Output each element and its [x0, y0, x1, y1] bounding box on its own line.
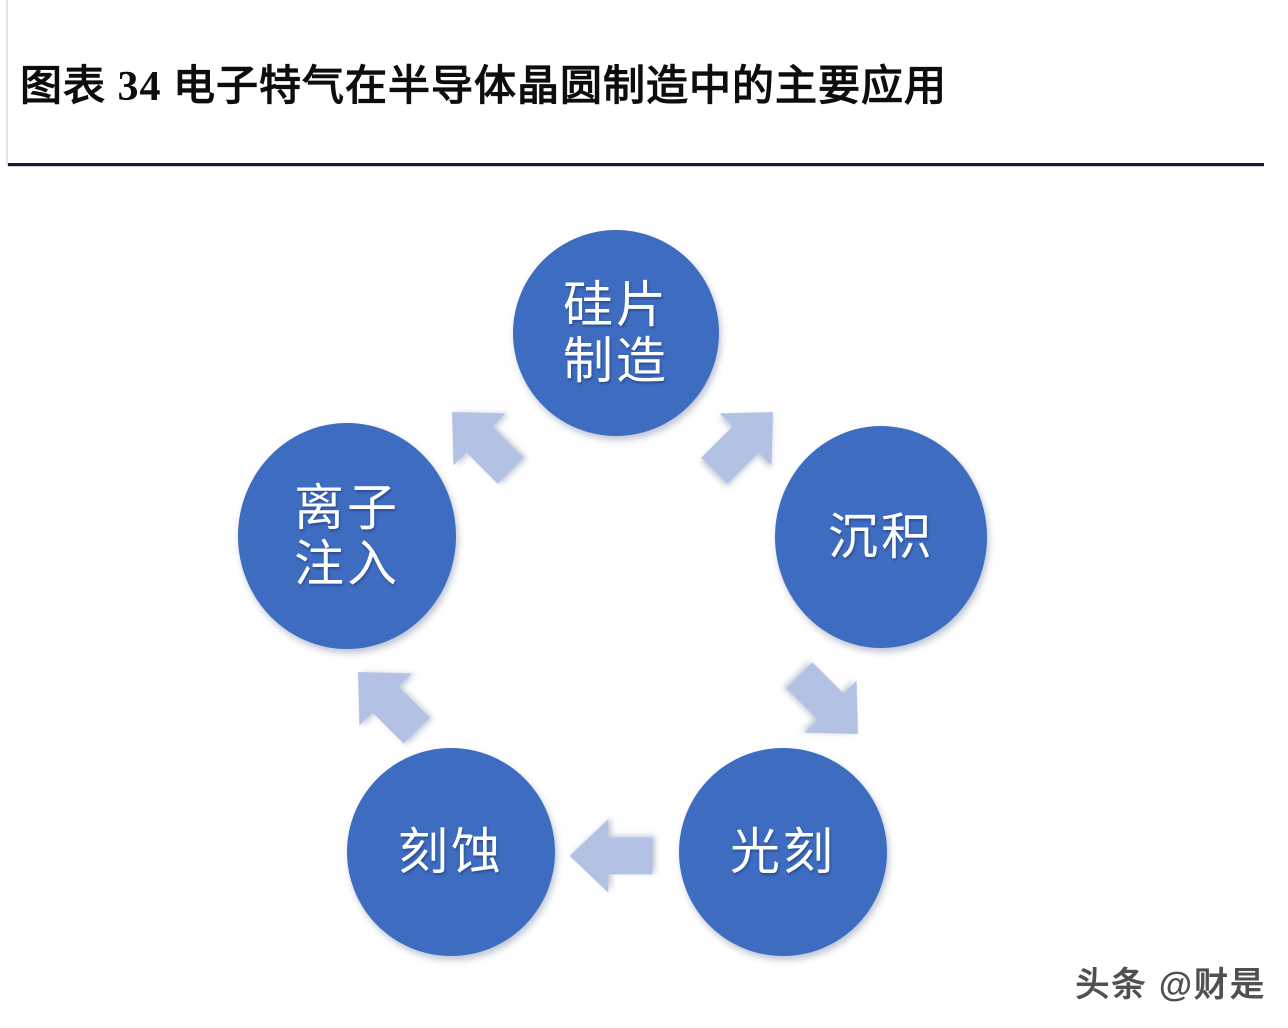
- source-watermark: 头条 @财是: [1075, 966, 1266, 1004]
- title-divider-shadow: [8, 166, 1264, 167]
- cycle-node-ion-implantation[interactable]: 离子 注入: [238, 423, 456, 649]
- title-divider: [8, 163, 1264, 166]
- cycle-arrow-deposition-to-photolithography: [762, 638, 895, 771]
- left-edge-divider: [6, 0, 8, 166]
- cycle-arrow-wafer-to-deposition: [677, 376, 810, 509]
- cycle-node-deposition[interactable]: 沉积: [775, 426, 987, 648]
- cycle-arrow-ion-implantation-to-wafer: [416, 376, 549, 509]
- cycle-node-wafer-manufacturing[interactable]: 硅片 制造: [513, 230, 719, 436]
- page-title: 图表 34 电子特气在半导体晶圆制造中的主要应用: [20, 64, 948, 110]
- cycle-arrow-photolithography-to-etching: [566, 808, 658, 904]
- process-cycle-diagram: 硅片 制造 沉积 光刻 刻蚀 离子 注入: [0, 168, 1288, 958]
- cycle-arrow-etching-to-ion-implantation: [322, 636, 455, 769]
- cycle-node-etching[interactable]: 刻蚀: [347, 748, 555, 956]
- cycle-node-photolithography[interactable]: 光刻: [679, 748, 887, 956]
- figure-header: 图表 34 电子特气在半导体晶圆制造中的主要应用: [0, 0, 1288, 168]
